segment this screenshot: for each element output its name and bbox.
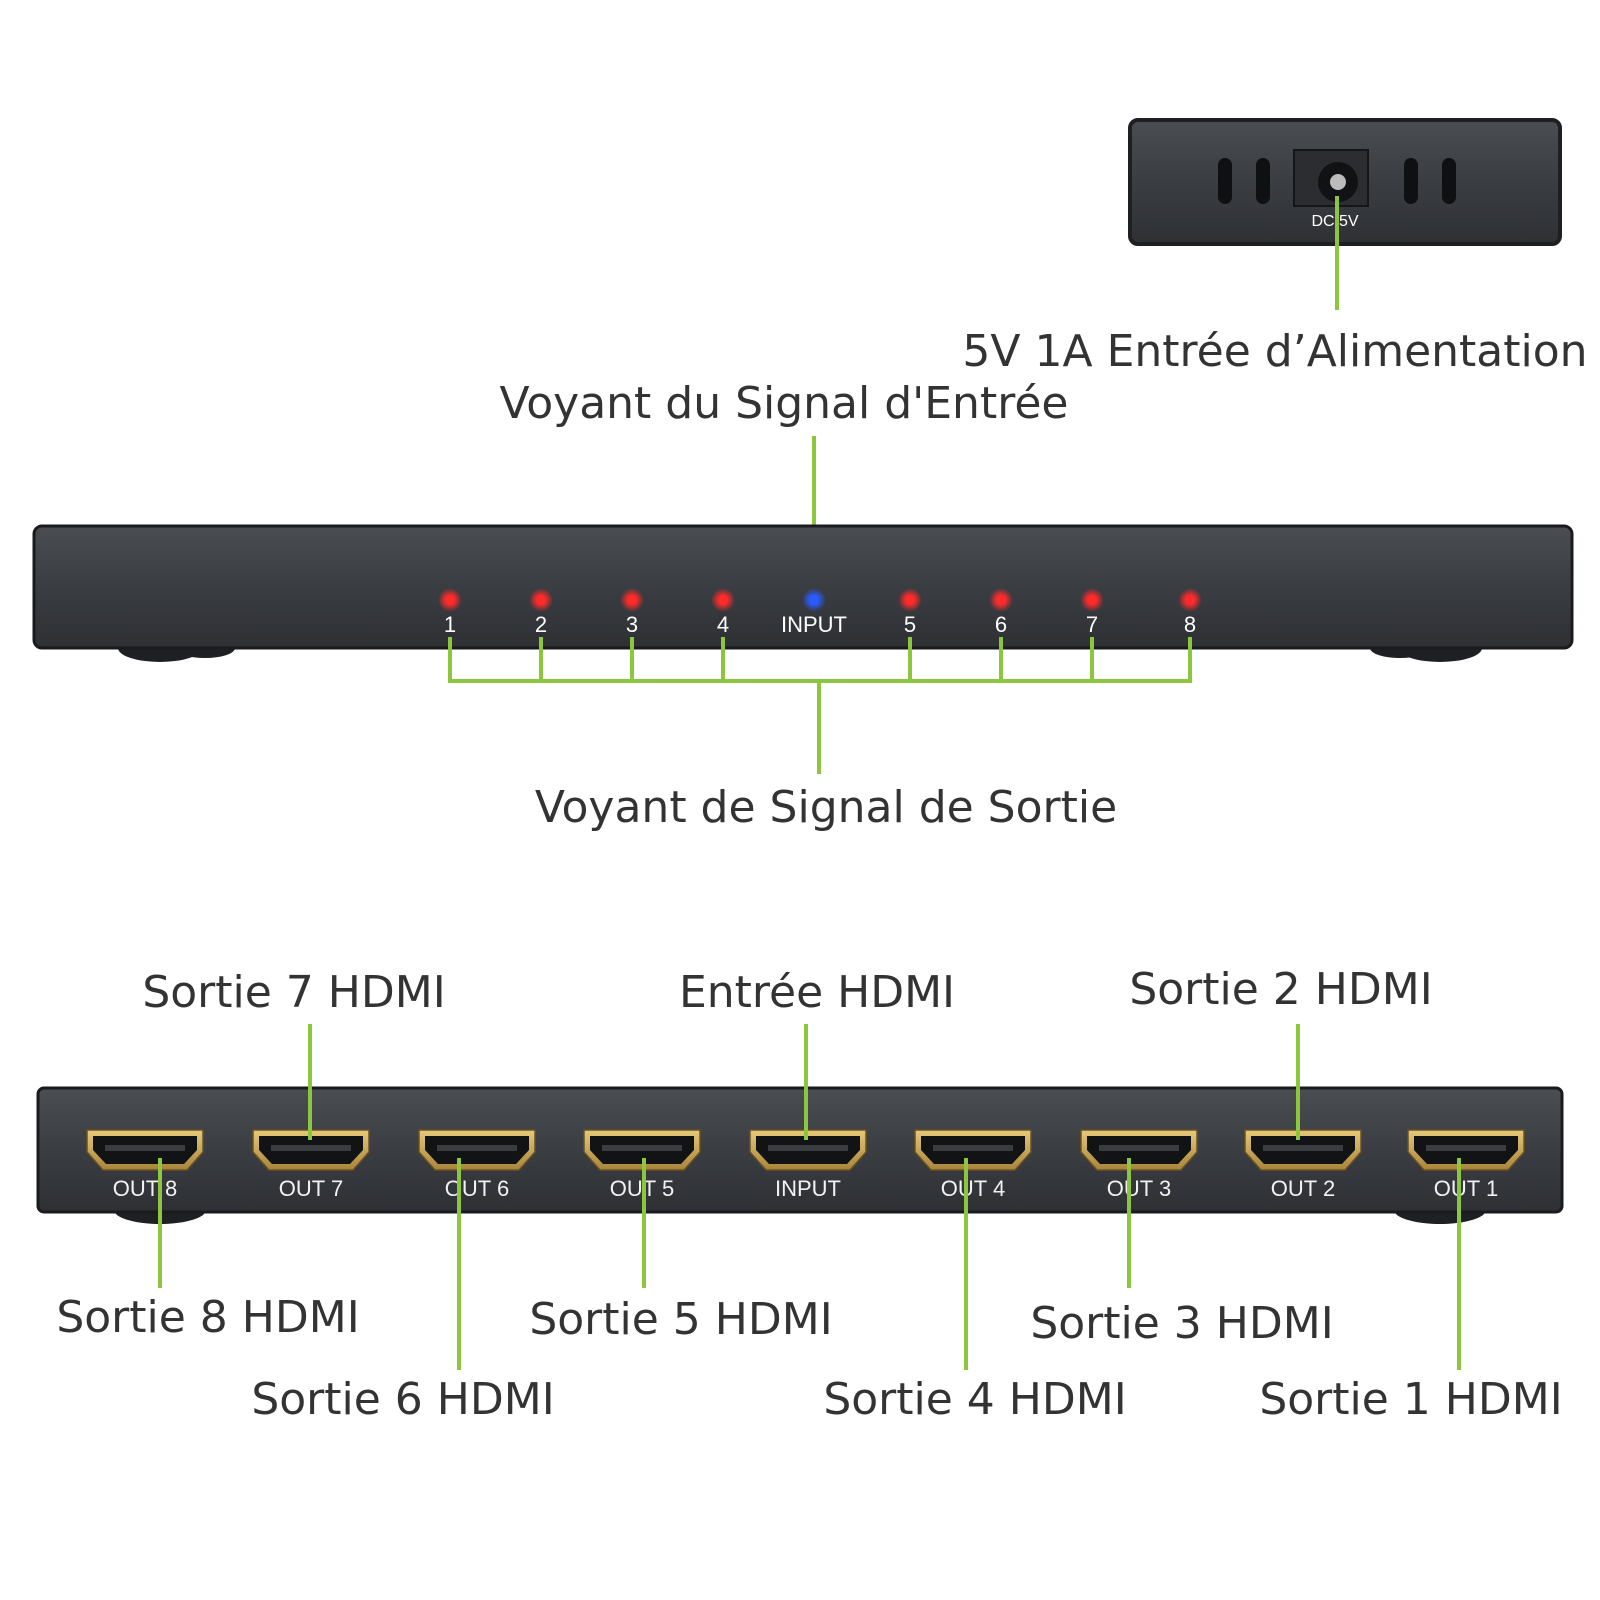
callout-hdmi-out-4: Sortie 4 HDMI: [823, 1374, 1126, 1425]
hdmi-port-out-7[interactable]: OUT 7: [252, 1129, 370, 1201]
hdmi-port-label-out-8: OUT 8: [113, 1176, 177, 1201]
power-panel: DC 5V: [1128, 118, 1562, 246]
callout-hdmi-out-7: Sortie 7 HDMI: [142, 967, 445, 1018]
front-panel: 1 2 3 4 INPUT 5 6 7 8: [32, 524, 1574, 662]
dc-jack-pin: [1330, 174, 1346, 190]
hdmi-port-input[interactable]: INPUT: [749, 1129, 867, 1201]
hdmi-port-label-out-7: OUT 7: [279, 1176, 343, 1201]
callout-hdmi-out-3: Sortie 3 HDMI: [1030, 1298, 1333, 1349]
hdmi-tongue: [1426, 1145, 1506, 1151]
led-2: [537, 596, 545, 604]
hdmi-tongue: [602, 1145, 682, 1151]
hdmi-tongue: [271, 1145, 351, 1151]
led-7: [1088, 596, 1096, 604]
callout-hdmi-in: Entrée HDMI: [679, 967, 955, 1018]
hdmi-tongue: [933, 1145, 1013, 1151]
callout-hdmi-out-2: Sortie 2 HDMI: [1129, 964, 1432, 1015]
led-label-8: 8: [1184, 612, 1196, 637]
led-1: [446, 596, 454, 604]
callout-input-signal-led: Voyant du Signal d'Entrée: [500, 378, 1069, 429]
led-label-input: INPUT: [781, 612, 847, 637]
vent-slot: [1218, 158, 1232, 204]
hdmi-tongue: [105, 1145, 185, 1151]
callout-power-input: 5V 1A Entrée d’Alimentation: [962, 326, 1587, 377]
led-label-2: 2: [535, 612, 547, 637]
led-label-1: 1: [444, 612, 456, 637]
led-label-6: 6: [995, 612, 1007, 637]
led-label-4: 4: [717, 612, 729, 637]
hdmi-port-out-3[interactable]: OUT 3: [1080, 1129, 1198, 1201]
hdmi-port-label-out-6: OUT 6: [445, 1176, 509, 1201]
callout-hdmi-out-8: Sortie 8 HDMI: [56, 1292, 359, 1343]
hdmi-tongue: [1099, 1145, 1179, 1151]
led-3: [628, 596, 636, 604]
hdmi-tongue: [768, 1145, 848, 1151]
vent-slot: [1256, 158, 1270, 204]
hdmi-port-out-8[interactable]: OUT 8: [86, 1129, 204, 1201]
led-label-7: 7: [1086, 612, 1098, 637]
hdmi-port-out-5[interactable]: OUT 5: [583, 1129, 701, 1201]
led-8: [1186, 596, 1194, 604]
hdmi-port-out-6[interactable]: OUT 6: [418, 1129, 536, 1201]
hdmi-tongue: [437, 1145, 517, 1151]
hdmi-port-label-out-1: OUT 1: [1434, 1176, 1498, 1201]
hdmi-port-label-input: INPUT: [775, 1176, 841, 1201]
hdmi-port-out-2[interactable]: OUT 2: [1244, 1129, 1362, 1201]
vent-slot: [1404, 158, 1418, 204]
led-label-5: 5: [904, 612, 916, 637]
hdmi-tongue: [1263, 1145, 1343, 1151]
port-group: OUT 8 OUT 7 OUT 6 OUT 5 INPUT OUT 4 OUT 3 OUT 2…: [86, 1129, 1525, 1201]
hdmi-port-out-4[interactable]: OUT 4: [914, 1129, 1032, 1201]
vent-slot: [1442, 158, 1456, 204]
led-5: [906, 596, 914, 604]
leader-output-leds: [448, 637, 1192, 774]
led-input: [810, 596, 818, 604]
callout-hdmi-out-6: Sortie 6 HDMI: [251, 1374, 554, 1425]
callout-output-signal-led: Voyant de Signal de Sortie: [535, 782, 1117, 833]
hdmi-port-label-out-2: OUT 2: [1271, 1176, 1335, 1201]
led-6: [997, 596, 1005, 604]
hdmi-port-label-out-3: OUT 3: [1107, 1176, 1171, 1201]
led-4: [719, 596, 727, 604]
callout-hdmi-out-5: Sortie 5 HDMI: [529, 1294, 832, 1345]
front-panel-body: [32, 524, 1574, 650]
rear-panel: OUT 8 OUT 7 OUT 6 OUT 5 INPUT OUT 4 OUT 3 OUT 2…: [36, 1086, 1564, 1224]
hdmi-port-out-1[interactable]: OUT 1: [1407, 1129, 1525, 1201]
led-group: 1 2 3 4 INPUT 5 6 7 8: [438, 588, 1202, 637]
hdmi-port-label-out-4: OUT 4: [941, 1176, 1005, 1201]
led-label-3: 3: [626, 612, 638, 637]
callout-hdmi-out-1: Sortie 1 HDMI: [1259, 1374, 1562, 1425]
